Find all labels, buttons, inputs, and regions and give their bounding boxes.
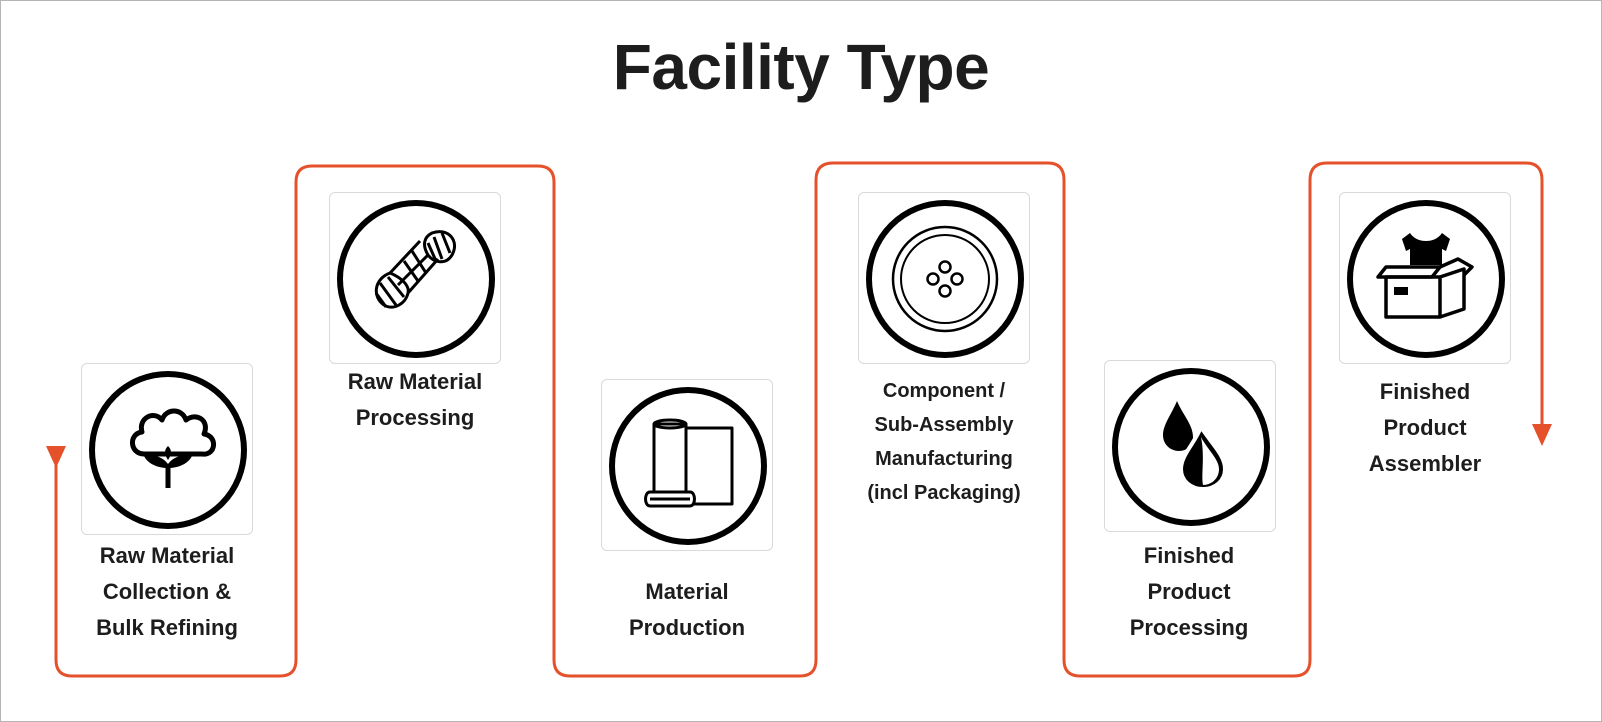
step-label-material-production: Material Production (628, 579, 746, 640)
step-card-material-production (601, 379, 773, 551)
fabric-roll-icon (609, 387, 767, 545)
step-label-raw-material-processing: Raw Material Processing (347, 369, 483, 430)
button-icon (866, 200, 1024, 358)
dye-drops-icon (1112, 368, 1270, 526)
step-label-component-manufacturing: Component / Sub-Assembly Manufacturing (… (867, 380, 1021, 504)
step-card-raw-material-processing (329, 192, 501, 364)
step-card-component-manufacturing (858, 192, 1030, 364)
end-arrow-icon (1532, 424, 1552, 446)
step-card-raw-material-collection (81, 363, 253, 535)
start-arrow-icon (46, 446, 66, 468)
yarn-skein-icon (337, 200, 495, 358)
step-card-finished-product-assembler (1339, 192, 1511, 364)
step-label-finished-product-assembler: Finished Product Assembler (1368, 379, 1482, 476)
step-label-finished-product-processing: Finished Product Processing (1129, 543, 1249, 640)
tshirt-box-icon (1347, 200, 1505, 358)
step-label-raw-material-collection: Raw Material Collection & Bulk Refining (96, 543, 238, 640)
step-card-finished-product-processing (1104, 360, 1276, 532)
cotton-boll-icon (89, 371, 247, 529)
page-title: Facility Type (612, 31, 990, 103)
